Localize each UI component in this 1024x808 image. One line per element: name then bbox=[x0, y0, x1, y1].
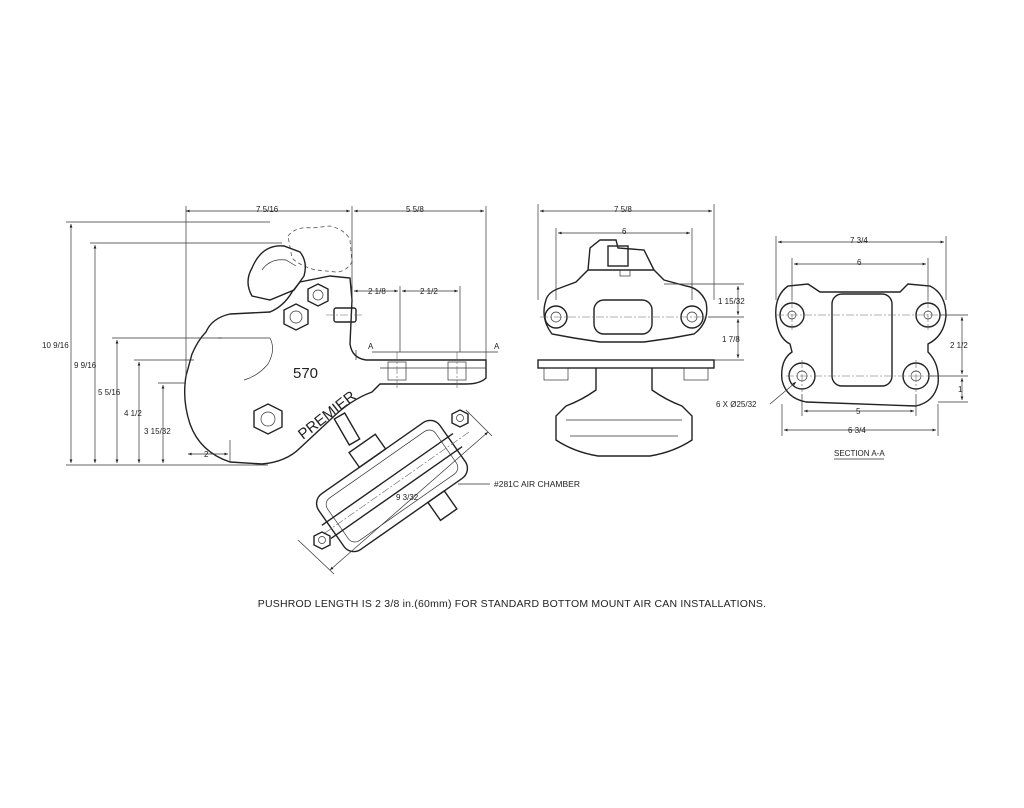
dim-section-width: 7 3/4 bbox=[850, 236, 868, 245]
brand-name: PREMIER bbox=[295, 388, 359, 444]
dim-front-v-upper: 1 15/32 bbox=[718, 297, 745, 306]
dim-v-second: 9 9/16 bbox=[74, 361, 97, 370]
callout-air-chamber: #281C AIR CHAMBER bbox=[494, 479, 580, 489]
dim-section-hole-spacing-bottom: 5 bbox=[856, 407, 861, 416]
dim-top-right: 5 5/8 bbox=[406, 205, 424, 214]
dim-front-hole-spacing: 6 bbox=[622, 227, 627, 236]
dim-v-overall: 10 9/16 bbox=[42, 341, 69, 350]
dim-h-bottom: 2 bbox=[204, 450, 209, 459]
dim-top-left: 7 5/16 bbox=[256, 205, 279, 214]
section-mark-right: A bbox=[494, 342, 500, 351]
chamber-bolt-bottom bbox=[313, 531, 331, 550]
dim-section-right-upper: 2 1/2 bbox=[950, 341, 968, 350]
dim-section-hole-spacing-top: 6 bbox=[857, 258, 862, 267]
chamber-bolt-top bbox=[451, 409, 469, 428]
dim-front-v-lower: 1 7/8 bbox=[722, 335, 740, 344]
section-mark-left: A bbox=[368, 342, 374, 351]
section-title: SECTION A-A bbox=[834, 449, 885, 458]
dim-v-fourth: 4 1/2 bbox=[124, 409, 142, 418]
dim-section-holes: 6 X Ø25/32 bbox=[716, 400, 757, 409]
dim-section-right-lower: 1 bbox=[958, 385, 963, 394]
pushrod-note: PUSHROD LENGTH IS 2 3/8 in.(60mm) FOR ST… bbox=[258, 598, 766, 610]
dim-section-bottom-width: 6 3/4 bbox=[848, 426, 866, 435]
side-view: 7 5/16 5 5/8 10 9/16 9 9/16 5 5/16 4 1/2… bbox=[42, 205, 580, 575]
section-view: 7 3/4 6 2 1/2 1 6 X Ø25/32 5 6 3/4 SECTI… bbox=[716, 236, 968, 460]
dim-front-width: 7 5/8 bbox=[614, 205, 632, 214]
dim-v-third: 5 5/16 bbox=[98, 388, 121, 397]
dim-chamber: 9 3/32 bbox=[396, 493, 419, 502]
front-view: 7 5/8 6 1 15/32 1 7/8 bbox=[537, 204, 745, 457]
model-number: 570 bbox=[293, 365, 318, 382]
hex-bolt-upper bbox=[307, 283, 329, 307]
hex-bolt-middle bbox=[283, 303, 309, 331]
dim-v-fifth: 3 15/32 bbox=[144, 427, 171, 436]
hex-bolt-lower bbox=[253, 403, 283, 435]
dim-pin-b: 2 1/2 bbox=[420, 287, 438, 296]
dim-pin-a: 2 1/8 bbox=[368, 287, 386, 296]
